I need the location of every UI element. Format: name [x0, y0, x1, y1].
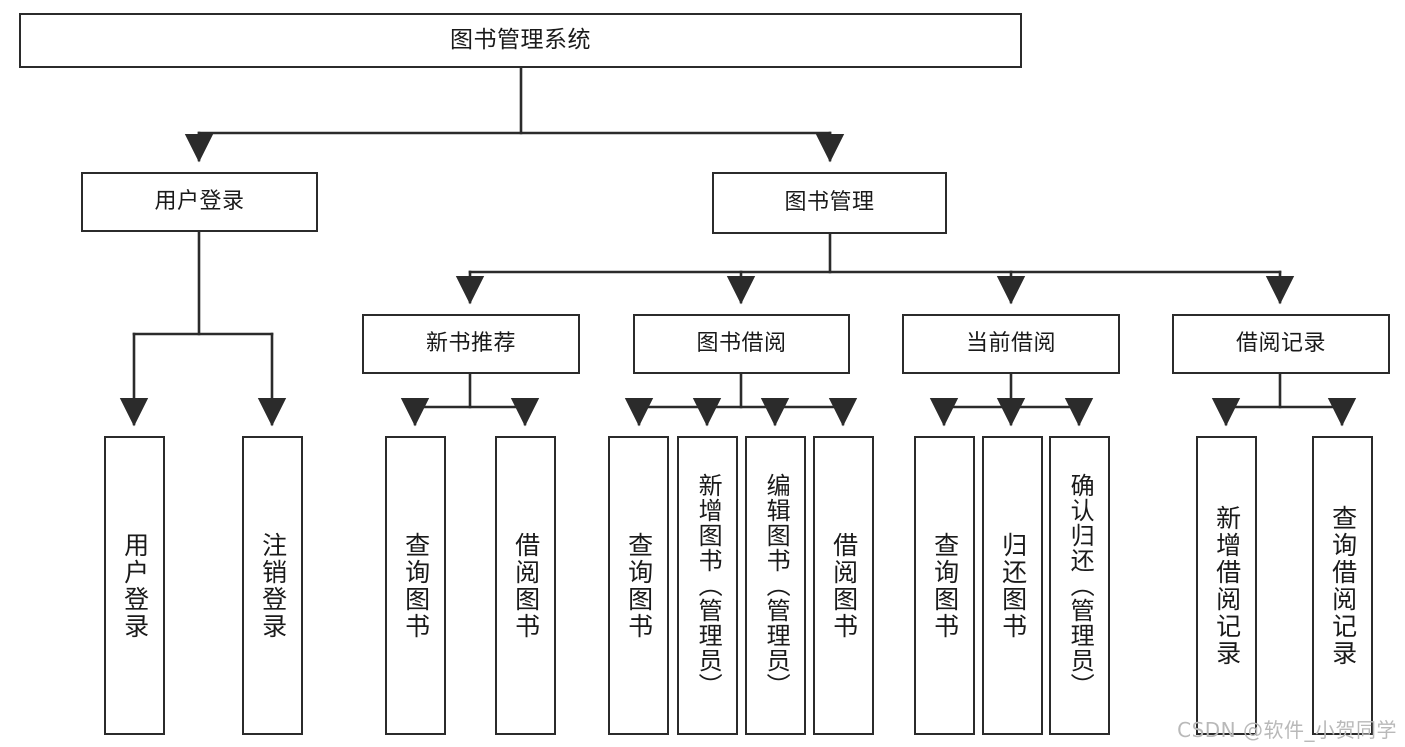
node-label: 查询图书 — [930, 531, 960, 640]
node-leaf-confirm-return-admin[interactable]: 确认归还（管理员） — [1049, 436, 1110, 735]
node-current-borrow[interactable]: 当前借阅 — [902, 314, 1120, 374]
node-leaf-query-borrow-record[interactable]: 查询借阅记录 — [1312, 436, 1373, 735]
node-leaf-query-book-3[interactable]: 查询图书 — [914, 436, 975, 735]
node-label: 借阅图书 — [829, 531, 859, 640]
node-label: 当前借阅 — [965, 331, 1056, 356]
node-leaf-query-book-2[interactable]: 查询图书 — [608, 436, 669, 735]
node-leaf-edit-book-admin[interactable]: 编辑图书（管理员） — [745, 436, 806, 735]
node-leaf-add-borrow-record[interactable]: 新增借阅记录 — [1196, 436, 1257, 735]
node-label: 查询图书 — [401, 531, 431, 640]
node-label: 新增图书（管理员） — [694, 473, 723, 698]
node-label: 归还图书 — [998, 531, 1028, 640]
node-label: 图书借阅 — [696, 331, 787, 356]
node-label: 新书推荐 — [425, 331, 516, 356]
node-label: 新增借阅记录 — [1212, 504, 1242, 667]
watermark: CSDN @软件_小贺同学 — [1177, 718, 1397, 742]
node-new-book-recommend[interactable]: 新书推荐 — [362, 314, 580, 374]
node-user-login[interactable]: 用户登录 — [81, 172, 318, 232]
node-label: 用户登录 — [120, 531, 150, 640]
node-root-book-management-system[interactable]: 图书管理系统 — [19, 13, 1022, 68]
node-label: 编辑图书（管理员） — [762, 473, 791, 698]
node-leaf-user-login[interactable]: 用户登录 — [104, 436, 165, 735]
node-label: 注销登录 — [258, 531, 288, 640]
node-leaf-logout-login[interactable]: 注销登录 — [242, 436, 303, 735]
node-book-management[interactable]: 图书管理 — [712, 172, 947, 234]
node-label: 确认归还（管理员） — [1066, 473, 1095, 698]
node-leaf-query-book-1[interactable]: 查询图书 — [385, 436, 446, 735]
node-label: 查询图书 — [624, 531, 654, 640]
node-label: 用户登录 — [154, 189, 245, 214]
node-label: 借阅记录 — [1235, 331, 1326, 356]
node-label: 查询借阅记录 — [1328, 504, 1358, 667]
node-leaf-return-book[interactable]: 归还图书 — [982, 436, 1043, 735]
node-leaf-borrow-book-2[interactable]: 借阅图书 — [813, 436, 874, 735]
node-label: 借阅图书 — [511, 531, 541, 640]
node-leaf-borrow-book-1[interactable]: 借阅图书 — [495, 436, 556, 735]
node-borrow-record[interactable]: 借阅记录 — [1172, 314, 1390, 374]
node-label: 图书管理 — [784, 190, 875, 215]
node-book-borrow[interactable]: 图书借阅 — [633, 314, 850, 374]
node-label: 图书管理系统 — [450, 27, 591, 53]
node-leaf-add-book-admin[interactable]: 新增图书（管理员） — [677, 436, 738, 735]
